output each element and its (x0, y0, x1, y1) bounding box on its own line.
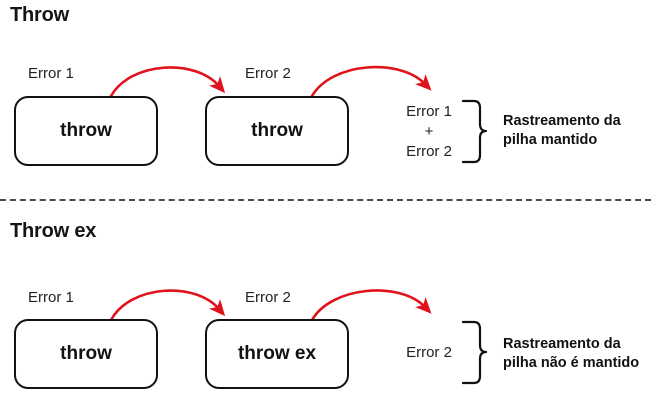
node-box-label: throw (60, 343, 112, 364)
stack-line-3: Error 2 (406, 142, 452, 160)
result-line-1: Rastreamento da (503, 113, 621, 129)
node-box-throw-1-bottom[interactable]: throw (14, 319, 158, 389)
stack-summary-bottom: Error 2 (398, 320, 460, 384)
result-line-2: pilha mantido (503, 132, 598, 148)
node-box-throw-ex-bottom[interactable]: throw ex (205, 319, 349, 389)
arrow-error1-to-box2-bottom (109, 289, 226, 322)
section-divider (0, 199, 651, 201)
result-text-bottom: Rastreamento da pilha não é mantido (503, 335, 639, 373)
stack-line-1: Error 2 (406, 343, 452, 361)
node-box-label: throw ex (237, 343, 317, 364)
arrow-error1-to-box2-top (109, 66, 226, 98)
stack-line-2: + (424, 122, 434, 140)
node-box-throw-1-top[interactable]: throw (14, 96, 158, 166)
node-box-label: throw (251, 120, 303, 141)
error-label-2-bottom: Error 2 (245, 289, 291, 306)
node-box-throw-2-top[interactable]: throw (205, 96, 349, 166)
error-label-1-top: Error 1 (28, 65, 74, 82)
error-label-2-top: Error 2 (245, 65, 291, 82)
brace-top (461, 99, 488, 164)
section-title-throw: Throw (10, 4, 69, 26)
node-box-label: throw (60, 120, 112, 141)
brace-bottom (461, 320, 488, 385)
error-label-1-bottom: Error 1 (28, 289, 74, 306)
stack-summary-top: Error 1 + Error 2 (398, 98, 460, 164)
result-line-1: Rastreamento da (503, 336, 621, 352)
stack-line-1: Error 1 (406, 102, 452, 120)
result-line-2: pilha não é mantido (503, 355, 640, 371)
arrow-error2-to-stack-bottom (310, 289, 432, 322)
result-text-top: Rastreamento da pilha mantido (503, 112, 621, 150)
arrow-error2-to-stack-top (310, 65, 432, 98)
section-title-throw-ex: Throw ex (10, 220, 97, 242)
